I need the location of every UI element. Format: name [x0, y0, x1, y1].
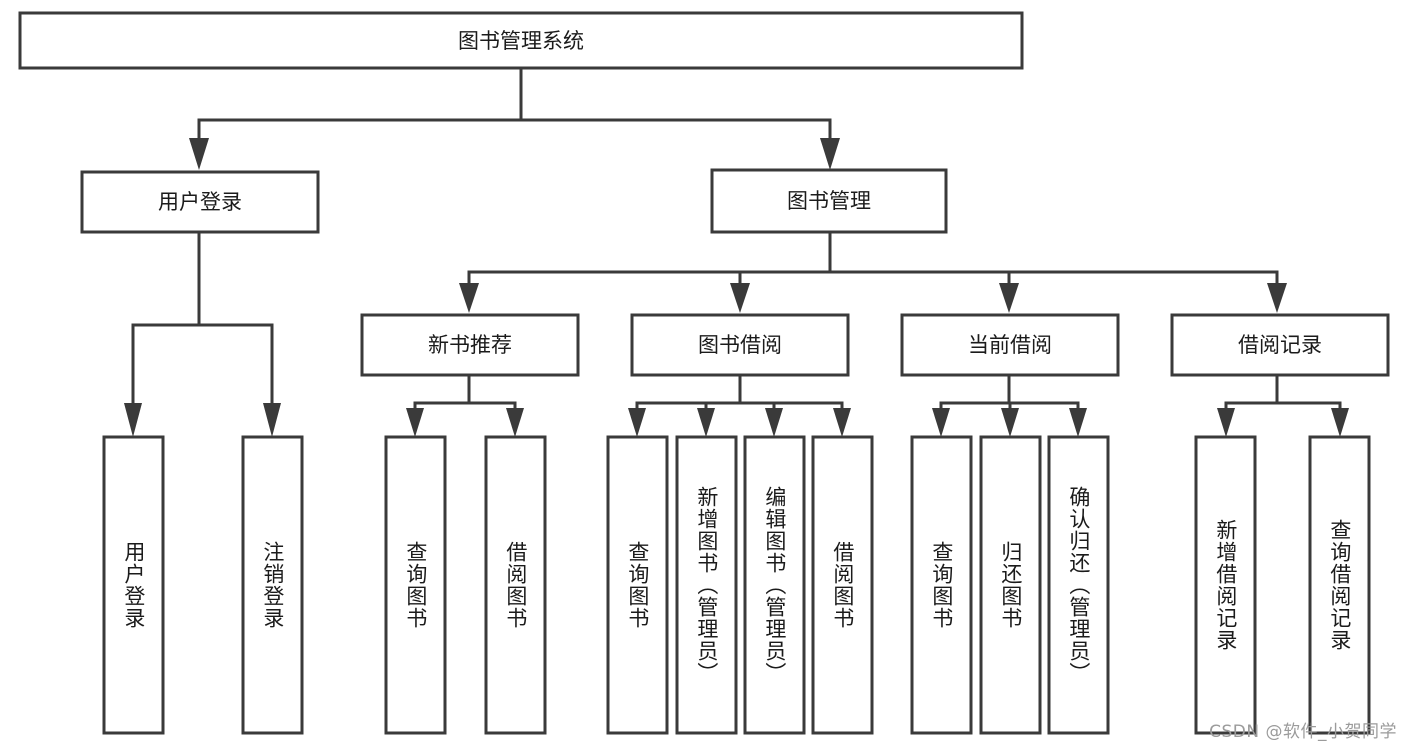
arrow-head-to-newbook — [459, 283, 479, 313]
leaf-box-book-borrow-4[interactable] — [811, 435, 874, 735]
arrow-head-root-to-login — [189, 138, 209, 170]
node-current-borrow[interactable] — [900, 313, 1120, 377]
node-user-login-label: 用户登录 — [158, 190, 242, 214]
leaf-box-new-book-1[interactable] — [384, 435, 447, 735]
leaf-box-user-login-1[interactable] — [102, 435, 165, 735]
leaf-box-current-borrow-1[interactable] — [910, 435, 973, 735]
leaf-label-user-login-1: 用户登录 — [121, 541, 146, 629]
leaf-label-current-borrow-3: 确认归还（管理员） — [1066, 486, 1091, 684]
leaf-label-borrow-record-2: 查询借阅记录 — [1327, 519, 1352, 651]
leaf-label-book-borrow-3: 编辑图书（管理员） — [762, 486, 787, 684]
leaf-box-book-borrow-1[interactable] — [606, 435, 669, 735]
arrow-head-newbook-leaf-1 — [406, 408, 424, 437]
arrow-head-borrow-leaf-2 — [697, 408, 715, 437]
arrow-head-current-leaf-3 — [1069, 408, 1087, 437]
node-book-management-label: 图书管理 — [787, 189, 871, 213]
arrow-head-current-leaf-1 — [932, 408, 950, 437]
arrow-head-current-leaf-2 — [1001, 408, 1019, 437]
leaf-label-new-book-2: 借阅图书 — [503, 541, 528, 629]
leaf-label-current-borrow-2: 归还图书 — [998, 541, 1023, 629]
node-current-borrow-label: 当前借阅 — [968, 333, 1052, 357]
arrow-head-root-to-bookmgmt — [820, 138, 840, 170]
leaf-label-book-borrow-4: 借阅图书 — [830, 541, 855, 629]
node-root-label: 图书管理系统 — [458, 29, 584, 53]
arrow-head-to-borrow — [730, 283, 750, 313]
node-book-borrow-label: 图书借阅 — [698, 333, 782, 357]
arrow-head-record-leaf-2 — [1331, 408, 1349, 437]
leaf-label-book-borrow-1: 查询图书 — [625, 541, 650, 629]
leaf-label-current-borrow-1: 查询图书 — [929, 541, 954, 629]
node-user-login[interactable] — [80, 170, 320, 234]
leaf-box-book-borrow-2[interactable] — [675, 435, 738, 735]
leaf-box-new-book-2[interactable] — [484, 435, 547, 735]
node-book-management[interactable] — [710, 168, 948, 234]
leaf-label-user-login-2: 注销登录 — [260, 541, 285, 629]
leaf-box-borrow-record-1[interactable] — [1194, 435, 1257, 735]
arrow-head-borrow-leaf-3 — [765, 408, 783, 437]
node-borrow-record[interactable] — [1170, 313, 1390, 377]
leaf-box-book-borrow-3[interactable] — [743, 435, 806, 735]
leaf-label-book-borrow-2: 新增图书（管理员） — [694, 486, 719, 684]
leaf-label-new-book-1: 查询图书 — [403, 541, 428, 629]
arrow-head-login-leaf-2 — [263, 403, 281, 437]
arrow-head-record-leaf-1 — [1217, 408, 1235, 437]
node-new-book-recommend-label: 新书推荐 — [428, 333, 512, 357]
node-root[interactable] — [18, 11, 1024, 70]
arrow-head-newbook-leaf-2 — [506, 408, 524, 437]
node-book-borrow[interactable] — [630, 313, 850, 377]
node-borrow-record-label: 借阅记录 — [1238, 333, 1322, 357]
leaf-box-user-login-2[interactable] — [241, 435, 304, 735]
leaf-box-borrow-record-2[interactable] — [1308, 435, 1371, 735]
leaf-box-current-borrow-3[interactable] — [1047, 435, 1110, 735]
arrow-head-login-leaf-1 — [124, 403, 142, 437]
arrow-head-borrow-leaf-4 — [833, 408, 851, 437]
arrow-head-borrow-leaf-1 — [628, 408, 646, 437]
watermark: CSDN @软件_小贺同学 — [1209, 722, 1397, 742]
leaf-box-current-borrow-2[interactable] — [979, 435, 1042, 735]
leaf-label-borrow-record-1: 新增借阅记录 — [1213, 519, 1238, 651]
arrow-head-to-current — [999, 283, 1019, 313]
node-new-book-recommend[interactable] — [360, 313, 580, 377]
arrow-head-to-record — [1267, 283, 1287, 313]
